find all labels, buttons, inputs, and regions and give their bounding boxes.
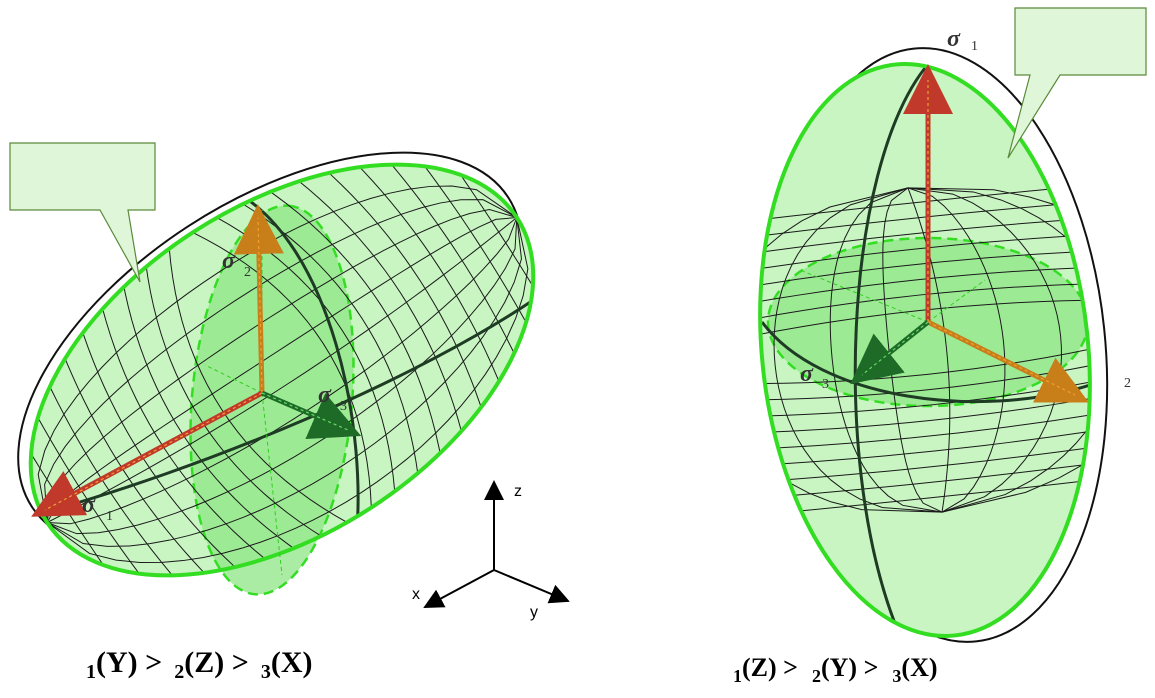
right-sigma1-sub: 1 bbox=[971, 39, 978, 54]
left-sigma2-arrow bbox=[233, 204, 284, 394]
right-ellipsoid: σ 1 σ 3 2 bbox=[732, 7, 1147, 643]
meshL-line bbox=[44, 199, 518, 523]
meshR-line bbox=[907, 187, 1006, 513]
left-sigma3-sub: 3 bbox=[340, 399, 347, 414]
axis-y-label: y bbox=[530, 604, 538, 621]
right-caption-sub1: 1 bbox=[733, 666, 742, 686]
right-sigma3-sub: 3 bbox=[822, 377, 829, 392]
meshL-line bbox=[46, 208, 517, 523]
left-sigma2-label: σ bbox=[222, 248, 236, 274]
axis-z-label: z bbox=[514, 483, 522, 500]
meshR-line bbox=[829, 187, 943, 513]
left-caption-sub3: 3 bbox=[260, 661, 271, 683]
meshL-line bbox=[145, 262, 325, 539]
left-caption: 1(Y) > 2(Z) > 3(X) bbox=[86, 646, 313, 683]
right-outline bbox=[758, 62, 1092, 638]
meshR-line bbox=[773, 187, 943, 513]
meshL-line bbox=[46, 217, 529, 563]
right-sigma1-label: σ bbox=[947, 26, 961, 52]
left-caption-term2: (Z) > bbox=[184, 646, 249, 679]
meshL-line bbox=[309, 155, 490, 432]
right-caption-term3: (X) bbox=[901, 653, 938, 682]
axis-indicator: z x y bbox=[412, 480, 570, 621]
axis-x-label: x bbox=[412, 586, 420, 603]
left-ellipsoid: σ 1 σ 2 σ 3 bbox=[0, 94, 584, 646]
left-sigma1-sub: 1 bbox=[106, 509, 113, 524]
meshL-line bbox=[46, 217, 522, 547]
meshL-line bbox=[168, 247, 349, 524]
left-callout-box bbox=[9, 142, 156, 283]
right-meridian bbox=[853, 67, 927, 637]
meshL-line bbox=[356, 125, 537, 401]
right-callout-box bbox=[1007, 7, 1147, 159]
meshL-line bbox=[286, 171, 466, 447]
left-sigma1-label: σ bbox=[82, 492, 96, 518]
left-caption-term3: (X) bbox=[270, 646, 313, 679]
left-caption-term1: (Y) > bbox=[96, 646, 163, 679]
left-guide-x bbox=[204, 364, 263, 394]
right-side-label: 2 bbox=[1124, 376, 1131, 391]
meshR-line bbox=[907, 187, 1118, 513]
meshL-line bbox=[46, 217, 518, 523]
right-caption-sub2: 2 bbox=[811, 666, 821, 686]
left-sigma1-arrow bbox=[31, 390, 264, 517]
left-sigma2-sub: 2 bbox=[244, 265, 251, 280]
meshL-line bbox=[239, 201, 419, 478]
left-sigma3-label: σ bbox=[318, 382, 332, 408]
right-guide-y bbox=[927, 279, 986, 323]
meshL-line bbox=[74, 308, 255, 585]
meshL-line bbox=[27, 339, 208, 615]
right-caption-sub3: 3 bbox=[892, 666, 902, 686]
right-caption-term2: (Y) > bbox=[820, 653, 879, 682]
right-sigma3-label: σ bbox=[800, 361, 814, 387]
left-caption-sub2: 2 bbox=[174, 661, 185, 683]
meshL-line bbox=[46, 217, 517, 523]
right-guide-x bbox=[799, 269, 929, 323]
meshL-line bbox=[37, 185, 518, 523]
left-outline bbox=[28, 162, 536, 578]
right-caption-term1: (Z) > bbox=[742, 653, 798, 682]
left-guide-down bbox=[261, 392, 283, 576]
right-caption: 1(Z) > 2(Y) > 3(X) bbox=[733, 653, 938, 686]
left-caption-sub1: 1 bbox=[86, 661, 96, 683]
meshL-line bbox=[192, 232, 372, 508]
meshR-line bbox=[907, 187, 1062, 513]
